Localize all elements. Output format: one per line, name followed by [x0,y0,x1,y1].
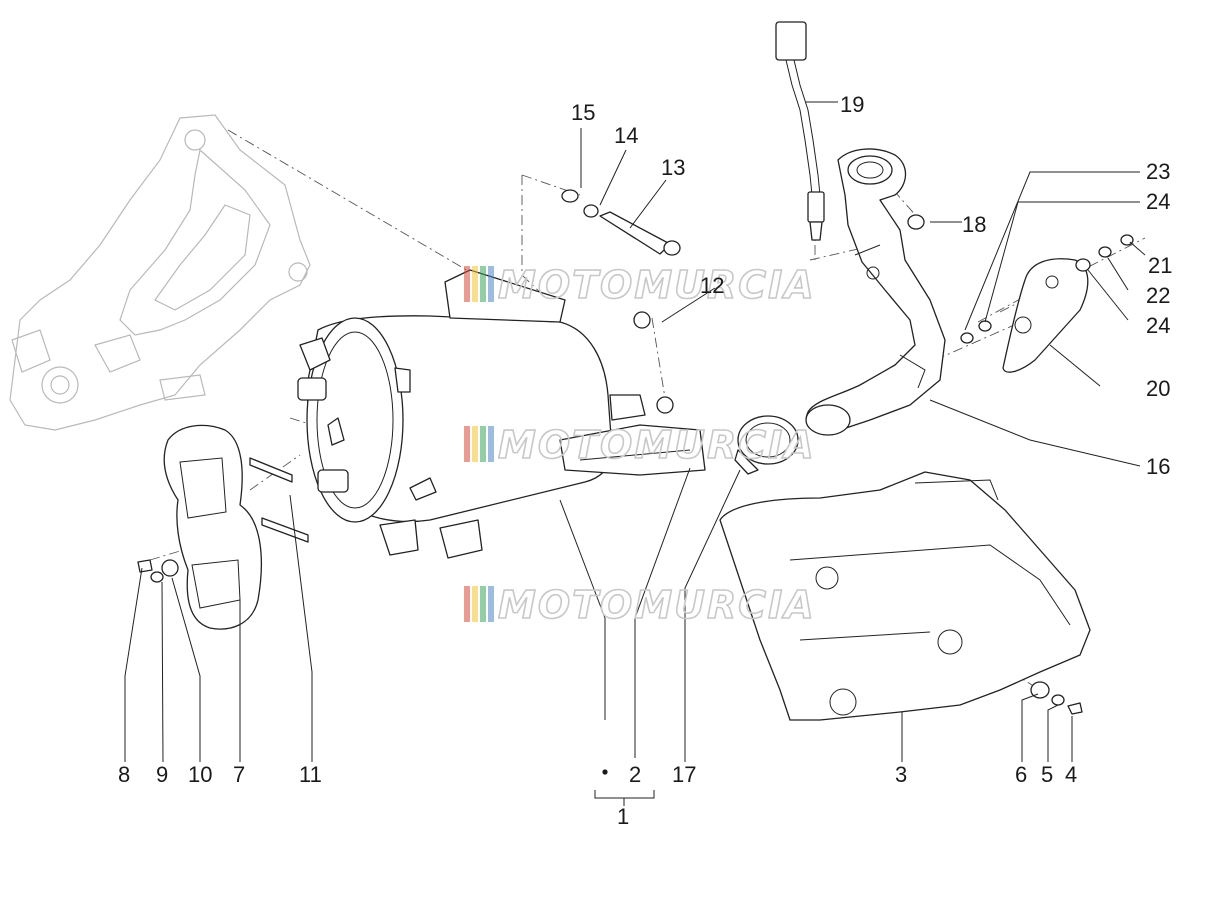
watermark-top: MOTOMURCIA [464,262,816,308]
callout-21: 21 [1148,253,1172,278]
watermark-stripe-yellow [472,586,478,622]
watermark-stripe-red [464,426,470,462]
watermark-bottom: MOTOMURCIA [464,582,816,628]
watermark-stripe-blue [488,586,494,622]
watermark-text: MOTOMURCIA [498,583,816,627]
callout-20: 20 [1146,376,1170,401]
callout-7: 7 [233,762,245,787]
exhaust-clamp [734,415,799,475]
callout-23: 23 [1146,159,1170,184]
watermarks: MOTOMURCIA MOTOMURCIA MOTOMURCIA [464,262,816,628]
callout-16: 16 [1146,454,1170,479]
watermark-stripe-green [480,266,486,302]
callout-18: 18 [962,212,986,237]
watermark-stripe-red [464,586,470,622]
callout-2: 2 [629,762,641,787]
callout-11: 11 [299,762,322,787]
watermark-text: MOTOMURCIA [498,263,816,307]
callout-4: 4 [1065,762,1077,787]
muffler-end-cap [163,424,262,630]
callout-8: 8 [118,762,130,787]
gaskets [249,457,309,543]
callout-10: 10 [188,762,212,787]
swingarm-frame [9,114,311,431]
callout-17: 17 [672,762,696,787]
watermark-stripe-yellow [472,266,478,302]
watermark-stripe-red [464,266,470,302]
watermark-middle: MOTOMURCIA [464,422,816,468]
callout-13: 13 [661,155,685,180]
callout-9: 9 [156,762,168,787]
callout-6: 6 [1015,762,1027,787]
callout-19: 19 [840,92,864,117]
watermark-stripe-blue [488,426,494,462]
small-fasteners [137,189,1134,715]
exhaust-manifold [805,148,946,436]
callout-3: 3 [895,762,907,787]
watermark-text: MOTOMURCIA [498,423,816,467]
callout-15: 15 [571,100,595,125]
manifold-heat-shield [1002,258,1089,373]
lambda-sensor [775,21,825,241]
callout-14: 14 [614,123,638,148]
assembly-dot [602,769,608,775]
callout-24-upper: 24 [1146,189,1170,214]
watermark-stripe-green [480,426,486,462]
callout-24-lower: 24 [1146,313,1170,338]
callout-1: 1 [617,804,629,829]
callout-labels: 15 14 13 19 23 24 18 21 22 24 12 20 16 8… [118,92,1172,829]
callout-12: 12 [700,273,724,298]
watermark-stripe-yellow [472,426,478,462]
watermark-stripe-blue [488,266,494,302]
callout-22: 22 [1146,283,1170,308]
leader-lines [124,101,1146,806]
watermark-stripe-green [480,586,486,622]
callout-5: 5 [1041,762,1053,787]
muffler-heat-guard [719,471,1091,721]
